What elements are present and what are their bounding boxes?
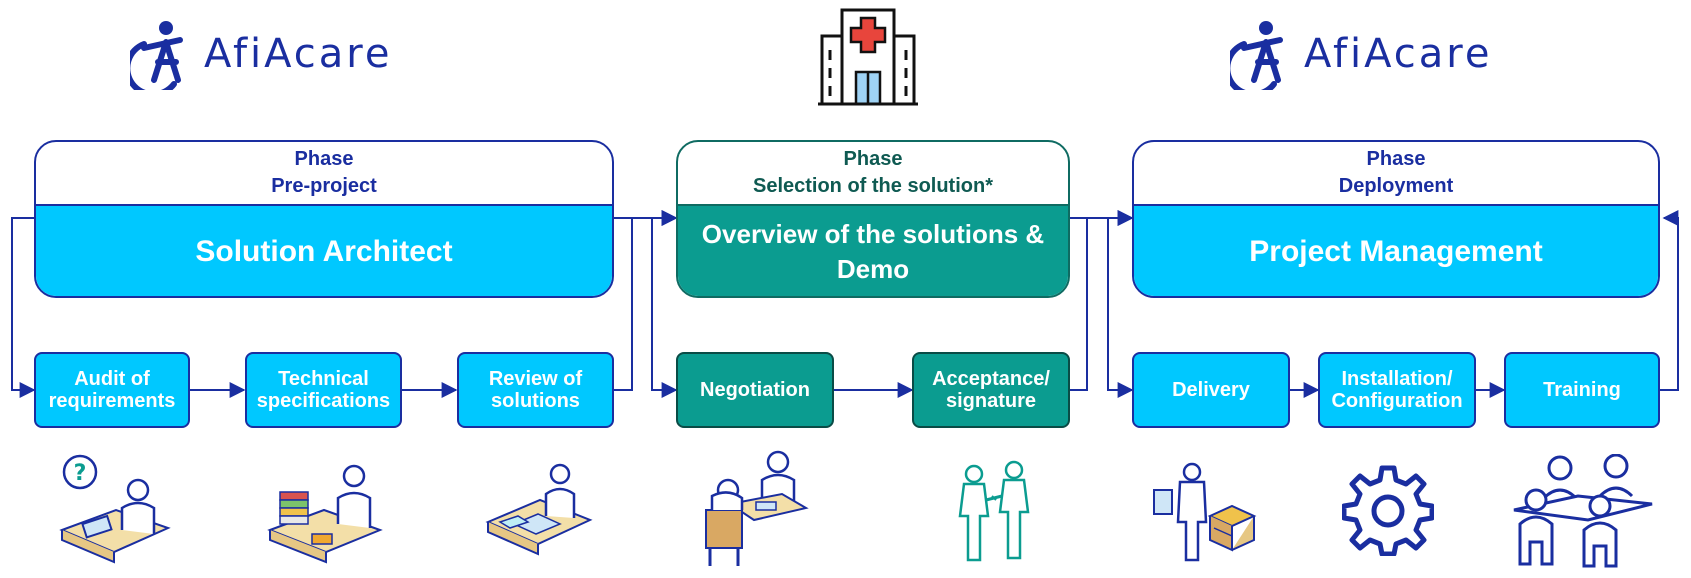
gear-icon — [1342, 464, 1434, 556]
step-delivery: Delivery — [1132, 352, 1290, 428]
step-label: Review of solutions — [488, 368, 583, 412]
step-negotiation: Negotiation — [676, 352, 834, 428]
step-label: Installation/ Configuration — [1331, 368, 1463, 412]
audit-person-icon: ? — [56, 450, 176, 570]
step-audit: Audit of requirements — [34, 352, 190, 428]
step-acceptance: Acceptance/ signature — [912, 352, 1070, 428]
phase-label: Phase — [843, 148, 903, 170]
phase-title: Project Management — [1134, 206, 1658, 296]
negotiation-meeting-icon — [700, 448, 812, 572]
phase-header: Phase Selection of the solution* — [678, 142, 1068, 206]
review-desk-icon — [484, 460, 594, 564]
phase-name: Pre-project — [271, 175, 377, 197]
svg-text:?: ? — [74, 461, 87, 486]
afiacare-wordmark: AfiAcare — [204, 31, 393, 77]
step-training: Training — [1504, 352, 1660, 428]
step-label: Training — [1543, 379, 1621, 401]
phase-selection: Phase Selection of the solution* Overvie… — [676, 140, 1070, 298]
step-label: Audit of requirements — [48, 368, 176, 412]
step-label: Technical specifications — [256, 368, 391, 412]
phase-header: Phase Pre-project — [36, 142, 612, 206]
training-group-icon — [1508, 454, 1658, 570]
afiacare-logo-left: AfiAcare — [130, 18, 392, 90]
hospital-icon — [818, 6, 918, 108]
step-installation: Installation/ Configuration — [1318, 352, 1476, 428]
step-label: Delivery — [1172, 379, 1250, 401]
step-label: Acceptance/ signature — [932, 368, 1050, 412]
phase-label: Phase — [1366, 148, 1426, 170]
phase-pre-project: Phase Pre-project Solution Architect — [34, 140, 614, 298]
afiacare-person-icon — [1230, 21, 1283, 90]
handshake-icon — [952, 460, 1036, 566]
phase-name: Selection of the solution* — [752, 175, 993, 197]
phase-label: Phase — [294, 148, 354, 170]
delivery-person-icon — [1152, 462, 1258, 564]
phase-deployment: Phase Deployment Project Management — [1132, 140, 1660, 298]
phase-title: Overview of the solutions & Demo — [678, 206, 1068, 296]
phase-header: Phase Deployment — [1134, 142, 1658, 206]
phase-title: Solution Architect — [36, 206, 612, 296]
afiacare-person-icon — [130, 21, 183, 90]
step-review: Review of solutions — [457, 352, 614, 428]
documents-desk-icon — [266, 452, 386, 568]
afiacare-logo-right: AfiAcare — [1230, 18, 1492, 90]
afiacare-wordmark: AfiAcare — [1304, 31, 1493, 77]
phase-name: Deployment — [1338, 175, 1454, 197]
step-label: Negotiation — [700, 379, 810, 401]
step-technical-specifications: Technical specifications — [245, 352, 402, 428]
